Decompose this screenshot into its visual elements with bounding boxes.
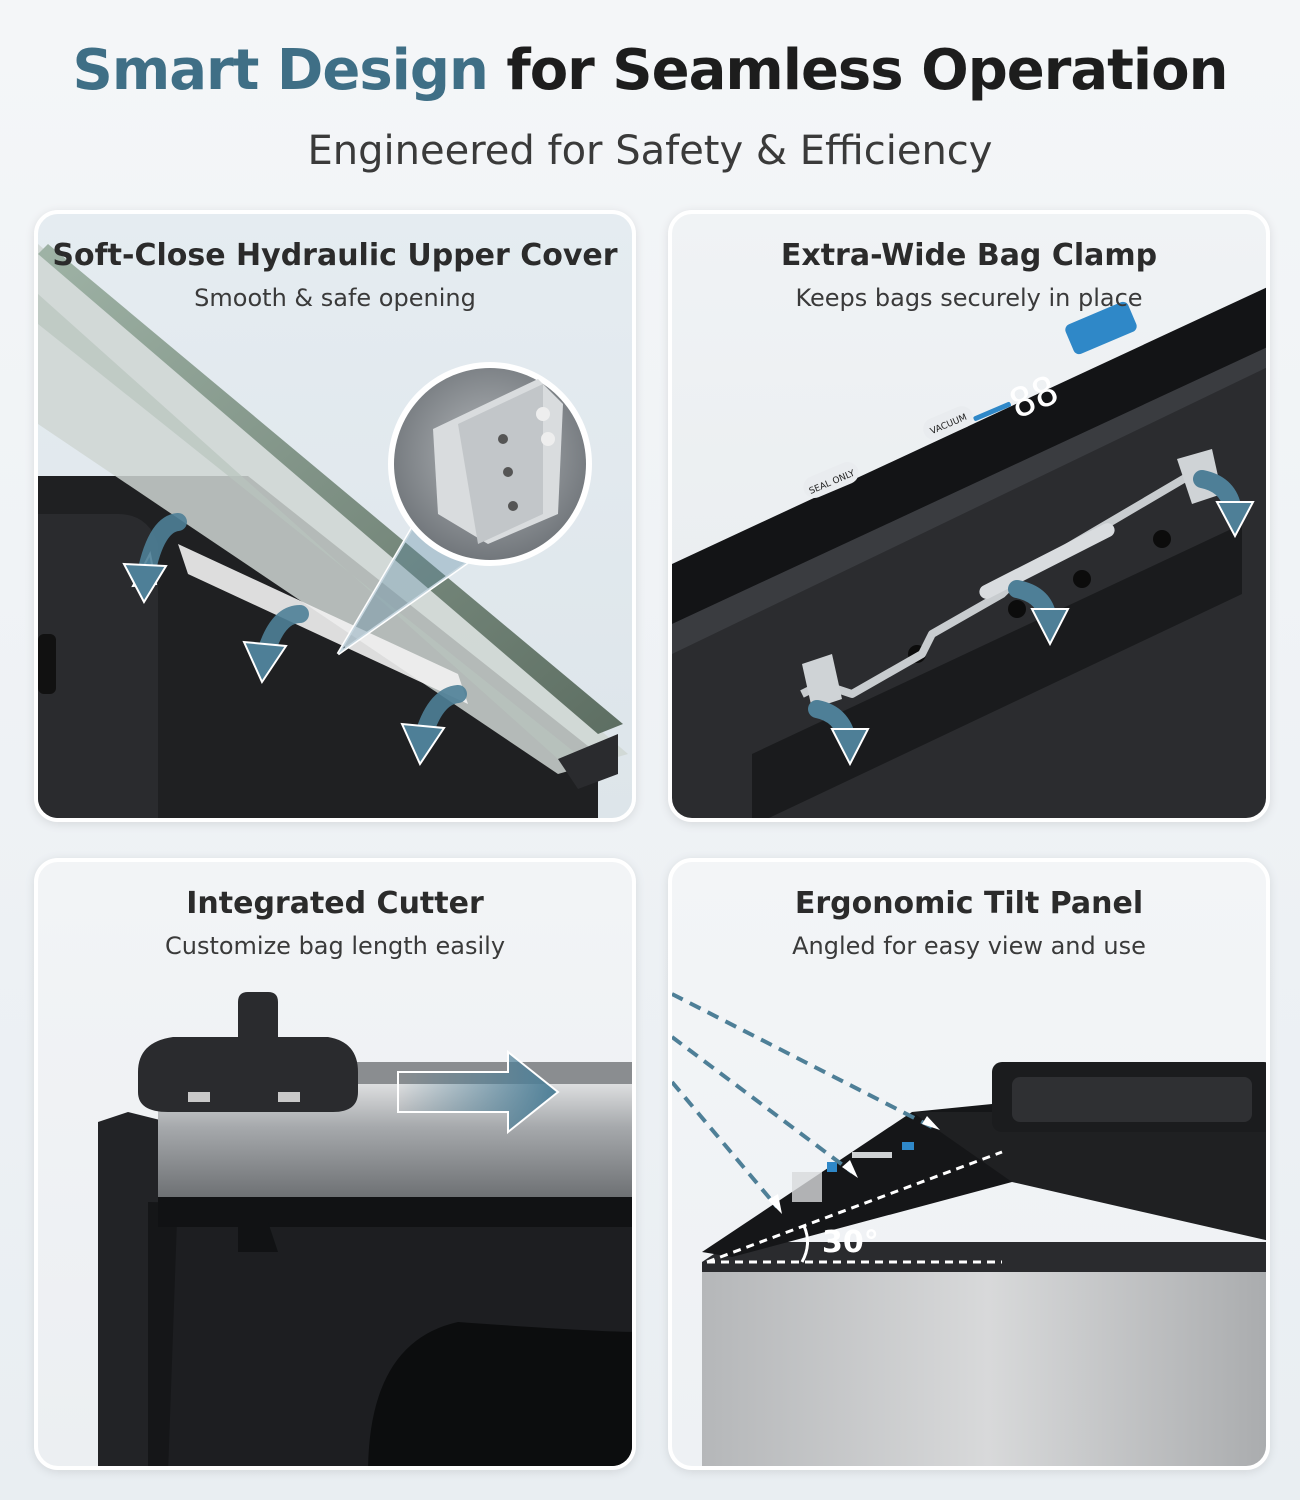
card-subtitle: Smooth & safe opening — [194, 284, 476, 312]
feature-card-bag-clamp: SEAL ONLY VACUUM 88 Extra-Wide Bag Clamp… — [668, 210, 1270, 822]
page-subtitle: Engineered for Safety & Efficiency — [307, 128, 993, 174]
card-subtitle: Angled for easy view and use — [792, 932, 1146, 960]
title-rest: for Seamless Operation — [506, 38, 1228, 103]
bag-clamp-illustration: SEAL ONLY VACUUM 88 — [672, 287, 1266, 818]
title-accent: Smart Design — [72, 38, 489, 103]
card-subtitle: Keeps bags securely in place — [795, 284, 1143, 312]
page-title: Smart Design for Seamless Operation — [0, 38, 1300, 103]
feature-card-tilt-panel: 30° Ergonomic Tilt Panel Angled for easy… — [668, 858, 1270, 1470]
tilt-angle-label: 30° — [822, 1225, 879, 1260]
card-title: Integrated Cutter — [186, 886, 484, 921]
card-title: Soft-Close Hydraulic Upper Cover — [52, 238, 618, 273]
card-title: Extra-Wide Bag Clamp — [780, 238, 1158, 273]
cutter-illustration — [98, 992, 632, 1466]
feature-card-cutter: Integrated Cutter Customize bag length e… — [34, 858, 636, 1470]
card-title: Ergonomic Tilt Panel — [794, 886, 1144, 921]
tilt-panel-illustration: 30° — [672, 992, 1266, 1466]
hydraulic-cover-illustration — [38, 244, 628, 818]
feature-card-hydraulic-cover: Soft-Close Hydraulic Upper Cover Smooth … — [34, 210, 636, 822]
card-subtitle: Customize bag length easily — [164, 932, 506, 960]
